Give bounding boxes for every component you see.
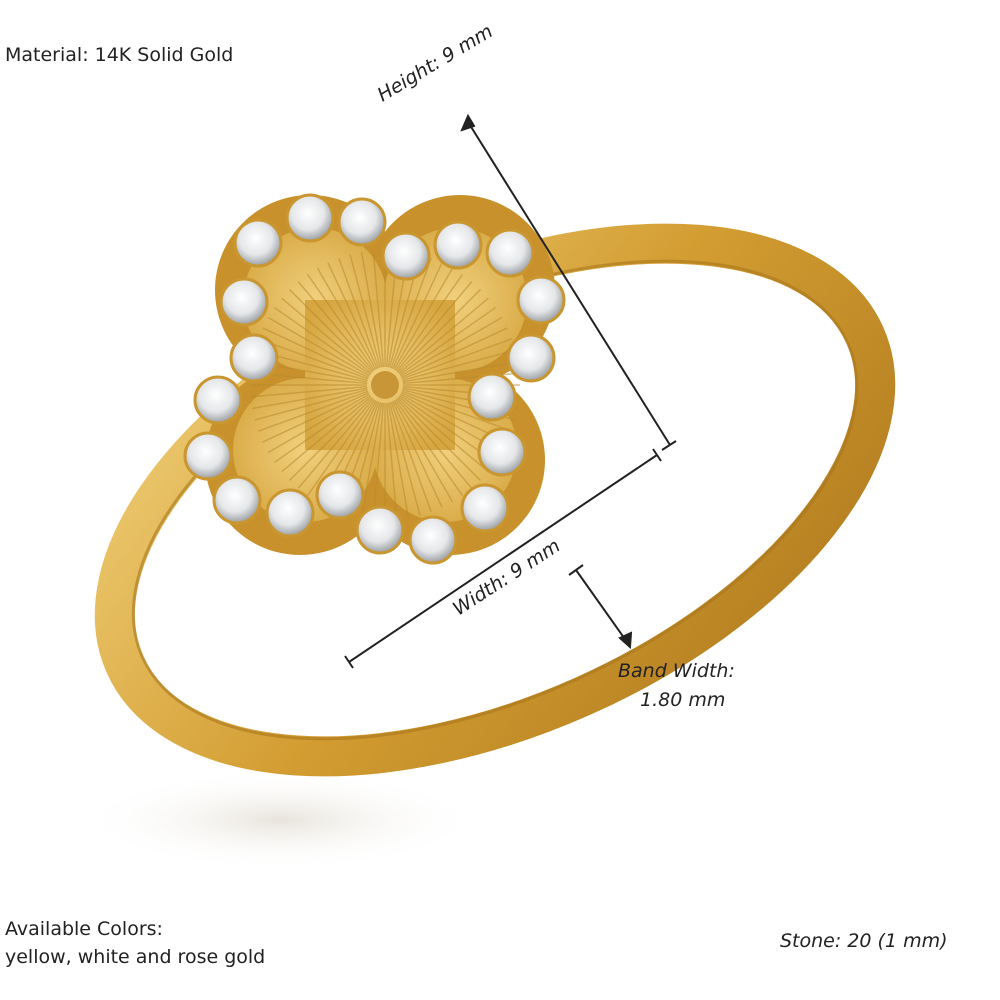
ring-shadow [80, 770, 480, 870]
material-label: Material: 14K Solid Gold [5, 44, 234, 66]
stone [355, 505, 405, 555]
band-width-label-line2: 1.80 mm [640, 689, 726, 711]
stone [516, 275, 566, 325]
stone [233, 218, 283, 268]
stone [315, 470, 365, 520]
stone [408, 515, 458, 565]
band-width-label-line1: Band Width: [618, 660, 735, 682]
stone [229, 333, 279, 383]
ring-head [183, 193, 566, 565]
stone [506, 333, 556, 383]
band-width-dimension-arrow [568, 564, 633, 650]
stone [183, 431, 233, 481]
stone [285, 193, 335, 243]
stone [460, 483, 510, 533]
stone [212, 475, 262, 525]
available-colors-label: Available Colors: [5, 918, 163, 940]
stone-label: Stone: 20 (1 mm) [780, 930, 948, 952]
width-dimension-line [344, 448, 662, 669]
stone [467, 372, 517, 422]
stone [219, 277, 269, 327]
stone [433, 220, 483, 270]
height-dimension-line [460, 113, 677, 451]
center-dome [371, 371, 399, 399]
stone [477, 427, 527, 477]
stone [265, 488, 315, 538]
stone [485, 228, 535, 278]
stone [381, 231, 431, 281]
stone [193, 375, 243, 425]
available-colors-value: yellow, white and rose gold [5, 946, 266, 968]
stone [337, 197, 387, 247]
